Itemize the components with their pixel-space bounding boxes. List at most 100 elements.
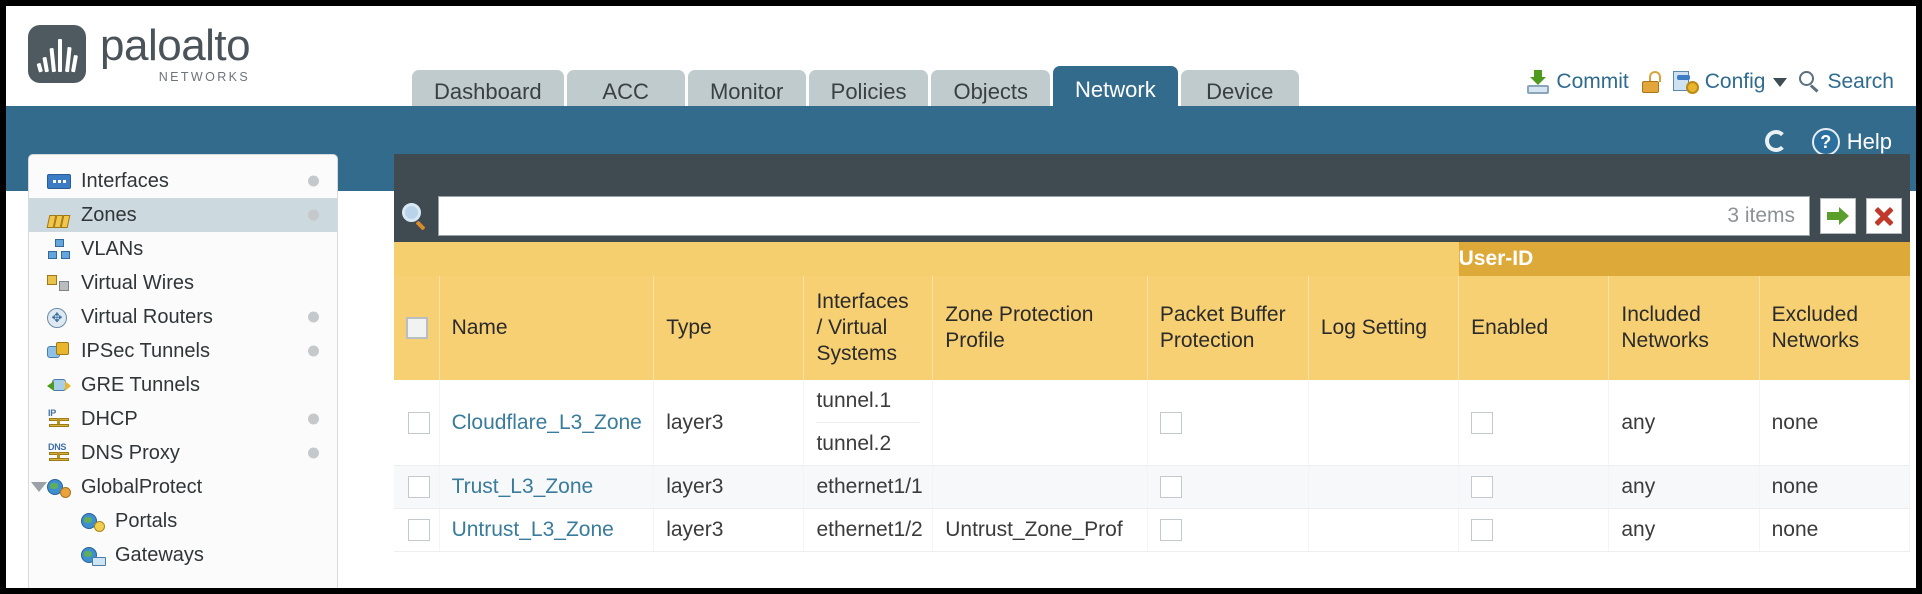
- sidebar-item-virtual-wires[interactable]: Virtual Wires: [29, 266, 337, 300]
- content-panel: 3 items User-ID: [394, 154, 1910, 588]
- cell-packet-buffer-protection: [1147, 508, 1309, 552]
- virtual-wires-icon: [47, 273, 71, 294]
- help-button[interactable]: ? Help: [1811, 128, 1892, 156]
- column-header-row: Name Type Interfaces / Virtual Systems Z…: [394, 276, 1910, 380]
- sidebar-item-label: Portals: [115, 509, 178, 532]
- row-select-checkbox[interactable]: [408, 476, 430, 499]
- sidebar-item-gateways[interactable]: Gateways: [29, 538, 337, 572]
- commit-button[interactable]: Commit: [1526, 70, 1629, 94]
- cell-name: Trust_L3_Zone: [439, 465, 655, 509]
- zone-name-link[interactable]: Cloudflare_L3_Zone: [451, 410, 642, 434]
- paloalto-logo-icon: [28, 25, 86, 83]
- cell-log-setting: [1308, 380, 1460, 466]
- column-header-enabled[interactable]: Enabled: [1458, 276, 1610, 380]
- lock-button[interactable]: [1641, 71, 1661, 93]
- sidebar-item-label: Interfaces: [81, 169, 169, 192]
- sidebar-item-indicator: [308, 413, 319, 425]
- sidebar-item-label: Virtual Routers: [81, 305, 213, 328]
- sidebar-item-zones[interactable]: Zones: [29, 198, 337, 232]
- userid-enabled-checkbox[interactable]: [1471, 476, 1494, 499]
- search-button[interactable]: Search: [1799, 70, 1894, 94]
- zone-name-link[interactable]: Trust_L3_Zone: [451, 475, 594, 498]
- zones-table: User-ID Name Type Interfaces / Virtual S…: [394, 242, 1910, 552]
- cell-excluded-networks: none: [1759, 508, 1910, 552]
- cell-packet-buffer-protection: [1147, 465, 1309, 509]
- select-all-checkbox[interactable]: [406, 317, 428, 340]
- brand-name: paloalto: [100, 21, 251, 70]
- cell-zone-protection-profile: [932, 380, 1148, 466]
- packet-buffer-protection-checkbox[interactable]: [1159, 476, 1182, 499]
- refresh-icon[interactable]: [1762, 129, 1792, 155]
- gateways-icon: [81, 545, 106, 566]
- dns-proxy-icon: DNS: [47, 442, 71, 464]
- dhcp-icon: IP: [47, 408, 71, 430]
- sidebar-item-ipsec-tunnels[interactable]: IPSec Tunnels: [29, 334, 337, 368]
- sidebar-item-indicator: [308, 175, 319, 187]
- vlans-icon: [47, 238, 71, 260]
- padlock-unlocked-icon: [1641, 71, 1661, 93]
- sidebar-item-label: Zones: [81, 203, 137, 226]
- row-select-checkbox[interactable]: [408, 519, 430, 542]
- cell-excluded-networks: none: [1759, 380, 1910, 466]
- filter-bar: 3 items: [394, 194, 1910, 238]
- packet-buffer-protection-checkbox[interactable]: [1159, 411, 1182, 434]
- column-header-zone-protection-profile[interactable]: Zone Protection Profile: [932, 276, 1148, 380]
- sidebar-item-portals[interactable]: Portals: [29, 504, 337, 538]
- clear-filter-button[interactable]: [1866, 198, 1902, 234]
- help-question-icon: ?: [1811, 128, 1840, 156]
- column-header-included-networks[interactable]: Included Networks: [1608, 276, 1760, 380]
- globalprotect-icon: [47, 477, 71, 498]
- portals-icon: [81, 511, 105, 532]
- sidebar-item-virtual-routers[interactable]: ✥Virtual Routers: [29, 300, 337, 334]
- search-input[interactable]: 3 items: [438, 196, 1810, 236]
- sidebar-item-interfaces[interactable]: Interfaces: [29, 164, 337, 198]
- row-select-cell: [394, 465, 440, 509]
- column-header-type[interactable]: Type: [653, 276, 805, 380]
- search-icon: [1799, 71, 1821, 93]
- sidebar-item-label: Gateways: [115, 543, 204, 566]
- row-select-checkbox[interactable]: [408, 411, 430, 434]
- column-header-name[interactable]: Name: [439, 276, 655, 380]
- packet-buffer-protection-checkbox[interactable]: [1159, 519, 1182, 542]
- column-header-log-setting[interactable]: Log Setting: [1308, 276, 1460, 380]
- brand-logo: paloalto NETWORKS: [28, 21, 251, 84]
- row-select-cell: [394, 508, 440, 552]
- cell-excluded-networks: none: [1759, 465, 1910, 509]
- cell-userid-enabled: [1458, 380, 1610, 466]
- cell-included-networks: any: [1608, 465, 1760, 509]
- userid-enabled-checkbox[interactable]: [1471, 519, 1494, 542]
- cell-type: layer3: [653, 465, 805, 509]
- zones-table-head: User-ID Name Type Interfaces / Virtual S…: [394, 242, 1910, 380]
- column-header-interfaces[interactable]: Interfaces / Virtual Systems: [803, 276, 934, 380]
- chevron-down-icon: [1773, 77, 1788, 87]
- zone-name-link[interactable]: Untrust_L3_Zone: [451, 518, 614, 541]
- cell-included-networks: any: [1608, 380, 1760, 466]
- sidebar-item-globalprotect[interactable]: GlobalProtect: [29, 470, 337, 504]
- group-header-row: User-ID: [394, 242, 1910, 276]
- cell-included-networks: any: [1608, 508, 1760, 552]
- search-label: Search: [1827, 70, 1894, 93]
- column-header-excluded-networks[interactable]: Excluded Networks: [1759, 276, 1910, 380]
- apply-filter-button[interactable]: [1820, 198, 1856, 234]
- sidebar-item-indicator: [308, 447, 319, 459]
- userid-enabled-checkbox[interactable]: [1471, 411, 1494, 434]
- cell-interfaces: ethernet1/1: [803, 465, 934, 509]
- sidebar-item-label: DNS Proxy: [81, 441, 180, 464]
- sidebar-item-dns-proxy[interactable]: DNS DNS Proxy: [29, 436, 337, 470]
- column-header-packet-buffer-protection[interactable]: Packet Buffer Protection: [1147, 276, 1309, 380]
- cell-packet-buffer-protection: [1147, 380, 1309, 466]
- search-icon[interactable]: [402, 203, 428, 231]
- sidebar-item-vlans[interactable]: VLANs: [29, 232, 337, 266]
- banner-actions: ? Help: [1762, 128, 1892, 156]
- interface-entry: tunnel.1: [816, 380, 921, 423]
- config-menu[interactable]: Config: [1672, 70, 1788, 94]
- collapse-triangle-icon[interactable]: [31, 482, 47, 492]
- sidebar-item-gre-tunnels[interactable]: GRE Tunnels: [29, 368, 337, 402]
